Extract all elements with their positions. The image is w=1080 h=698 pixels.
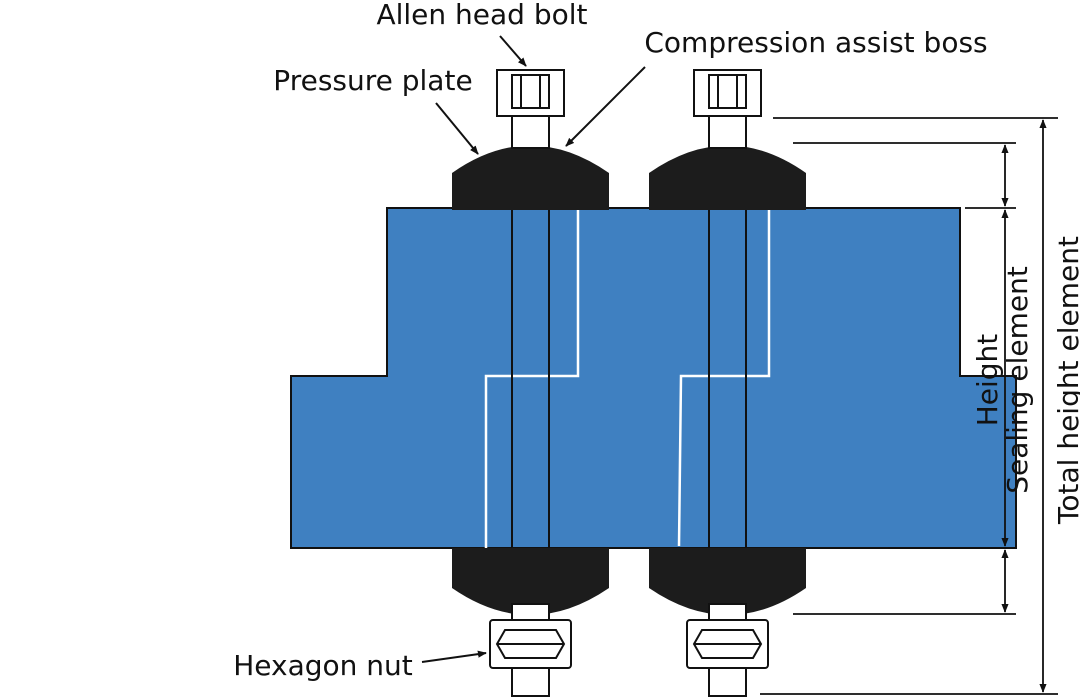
label-pressure-plate: Pressure plate	[273, 64, 472, 97]
leader-pressure-plate	[435, 102, 479, 155]
label-sealing-element-line2: Sealing element	[1001, 266, 1034, 494]
pressure-plate-top-right	[649, 145, 806, 210]
bolt-neck-top-right	[708, 115, 747, 149]
leader-compression-assist-boss	[565, 66, 646, 147]
allen-head-bolt-left	[496, 69, 565, 117]
interface-line-left	[484, 210, 580, 548]
interface-line-right	[677, 210, 771, 547]
pressure-plate-top-left	[452, 145, 609, 210]
label-allen-head-bolt: Allen head bolt	[376, 0, 587, 31]
pressure-plate-bottom-left	[452, 548, 609, 615]
leader-hexagon-nut	[421, 650, 487, 663]
dimension-extension-lines	[760, 117, 1058, 695]
hexagon-nut-right	[686, 619, 769, 669]
label-compression-assist-boss: Compression assist boss	[644, 26, 987, 59]
bolt-shank-right	[708, 208, 747, 548]
allen-head-bolt-right	[693, 69, 762, 117]
bolt-neck-top-left	[511, 115, 550, 149]
label-hexagon-nut: Hexagon nut	[233, 649, 413, 682]
bolt-end-bottom-right	[708, 603, 747, 697]
label-height-sealing-element: Height Sealing element	[971, 266, 1034, 494]
sealing-element-body	[290, 207, 1017, 549]
leader-allen-head-bolt	[499, 35, 527, 67]
pressure-plate-bottom-right	[649, 548, 806, 615]
label-height-line1: Height	[971, 334, 1004, 427]
bolt-shank-left	[511, 208, 550, 548]
label-total-height-element: Total height element	[1052, 236, 1080, 525]
hexagon-nut-left	[489, 619, 572, 669]
